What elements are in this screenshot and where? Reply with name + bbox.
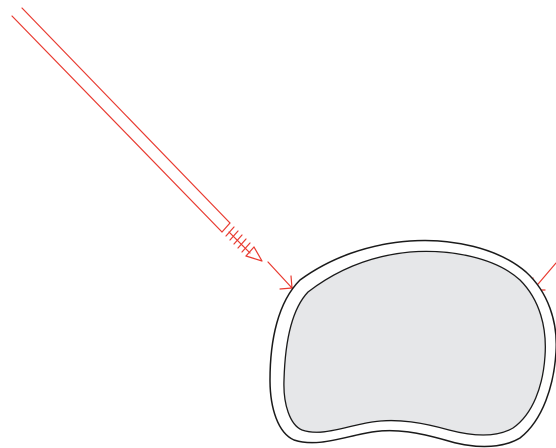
screw-shaft-lower-line xyxy=(11,15,223,233)
bone-cross-section xyxy=(269,239,556,448)
screw-shaft-upper-line xyxy=(21,7,231,224)
arrow-left xyxy=(267,261,293,290)
screw-tip xyxy=(245,246,263,262)
bone-medulla-inner xyxy=(283,250,546,436)
arrow-left-shaft xyxy=(267,261,293,289)
arrow-left-head xyxy=(279,275,293,290)
screw xyxy=(11,7,263,262)
screw-thread xyxy=(221,222,255,257)
